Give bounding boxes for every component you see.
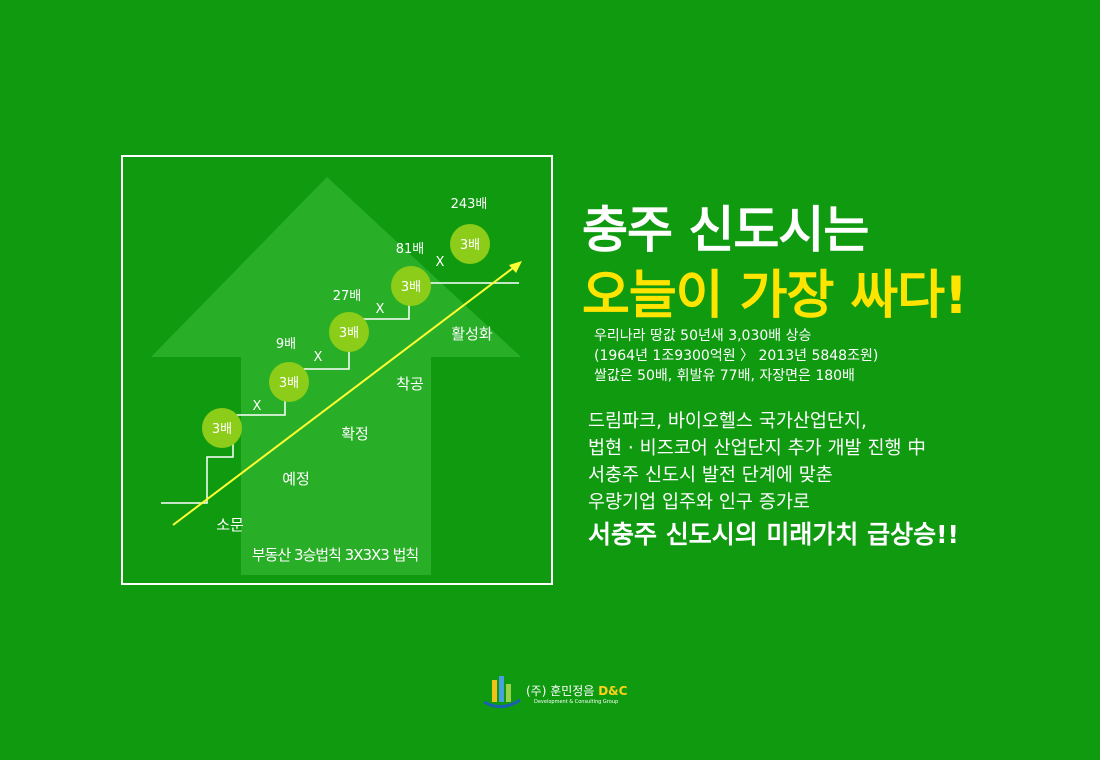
- logo-highlight: D&C: [598, 684, 628, 698]
- logo-tagline: Development & Consulting Group: [534, 699, 619, 705]
- total-label: 9배: [276, 337, 296, 352]
- rule-label: 부동산 3승법칙 3X3X3 법칙: [252, 546, 418, 564]
- bubble-label: 3배: [460, 238, 480, 253]
- description-line: 우량기업 입주와 인구 증가로: [588, 492, 810, 513]
- multiplier: X: [253, 399, 262, 414]
- bubble-label: 3배: [339, 326, 359, 341]
- total-label: 81배: [396, 242, 425, 257]
- bubble-5: 3배: [450, 224, 490, 264]
- fact-line: 우리나라 땅값 50년새 3,030배 상승: [594, 328, 812, 344]
- total-label: 27배: [333, 289, 362, 304]
- description-emphasis: 서충주 신도시의 미래가치 급상승!!: [588, 520, 959, 549]
- stage-label: 착공: [396, 375, 424, 393]
- company-logo: (주) 훈민정음 D&C Development & Consulting Gr…: [482, 672, 642, 712]
- headline-line2: 오늘이 가장 싸다!: [582, 266, 968, 326]
- total-label: 243배: [451, 197, 488, 212]
- facts-block: 우리나라 땅값 50년새 3,030배 상승 (1964년 1조9300억원 〉…: [594, 326, 878, 386]
- multiplier: X: [436, 255, 445, 270]
- stage-label: 확정: [341, 425, 369, 443]
- bubble-label: 3배: [212, 422, 232, 437]
- bubble-label: 3배: [401, 280, 421, 295]
- fact-line: 쌀값은 50배, 휘발유 77배, 자장면은 180배: [594, 368, 855, 384]
- bubble-1: 3배: [202, 408, 242, 448]
- stage-label: 예정: [282, 470, 310, 488]
- bubble-2: 3배: [269, 362, 309, 402]
- logo-name: (주) 훈민정음 D&C: [526, 682, 627, 699]
- multiplier: X: [314, 350, 323, 365]
- trend-line: [172, 264, 518, 526]
- description-line: 드림파크, 바이오헬스 국가산업단지,: [588, 411, 867, 432]
- fact-line: (1964년 1조9300억원 〉 2013년 5848조원): [594, 348, 879, 364]
- trend-arrowhead: [509, 261, 522, 273]
- description-line: 법현 · 비즈코어 산업단지 추가 개발 진행 中: [588, 438, 926, 459]
- description-block: 드림파크, 바이오헬스 국가산업단지, 법현 · 비즈코어 산업단지 추가 개발…: [588, 408, 959, 552]
- description-line: 서충주 신도시 발전 단계에 맞춘: [588, 465, 833, 486]
- growth-diagram: 3배 3배 3배 3배 3배 X X X X: [151, 177, 522, 575]
- building-logo-icon: [483, 676, 521, 708]
- diagram-frame: 3배 3배 3배 3배 3배 X X X X: [121, 155, 553, 585]
- headline-line1: 충주 신도시는: [582, 201, 869, 259]
- bubble-4: 3배: [391, 266, 431, 306]
- logo-prefix: (주) 훈민정음: [526, 684, 599, 698]
- multiplier: X: [376, 302, 385, 317]
- stage-label: 활성화: [451, 325, 493, 343]
- bubble-label: 3배: [279, 376, 299, 391]
- bubble-3: 3배: [329, 312, 369, 352]
- stage-label: 소문: [216, 516, 244, 534]
